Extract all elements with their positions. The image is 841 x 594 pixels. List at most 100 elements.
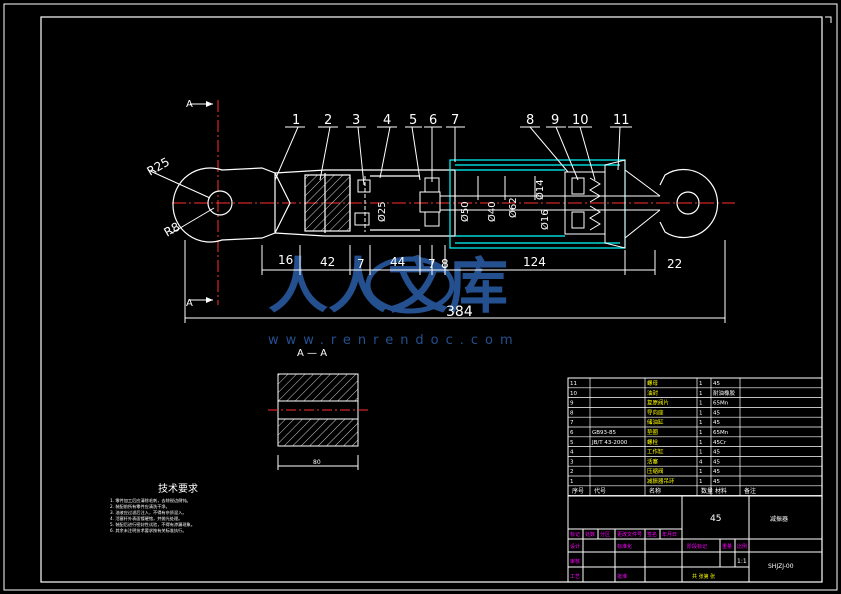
dim-16: 16	[278, 253, 293, 267]
tech-requirements-title: 技术要求	[158, 482, 198, 495]
bom-header-no: 序号	[572, 487, 584, 495]
section-arrowhead-bottom	[206, 297, 213, 303]
tb-process: 工艺	[570, 574, 580, 580]
tech-req-3: 3. 油液应过滤后注入，不得有杂质混入。	[110, 509, 187, 516]
balloon-8: 8	[526, 113, 534, 128]
tb-zone: 分区	[600, 531, 610, 538]
tb-sheet: 共 张第 张	[692, 573, 715, 580]
balloon-numbers: 1 2 3 4 5 6 7 8 9 10 11	[292, 113, 630, 128]
cylinder-body	[274, 169, 456, 237]
bom-row-2-mat: 45	[713, 469, 720, 475]
bom-row-4-qty: 1	[699, 450, 703, 456]
left-eye-mount	[172, 167, 276, 243]
bom-row-6-no: 6	[570, 430, 574, 436]
bom-row-2-no: 2	[570, 469, 574, 475]
r8-label: R8	[162, 219, 183, 239]
bom-header-qty: 数量	[701, 487, 713, 495]
small-dim-marks	[477, 176, 536, 200]
bom-row-11-qty: 1	[699, 381, 703, 387]
piston-rod	[440, 169, 661, 239]
bom-row-3-no: 3	[570, 459, 574, 465]
bom-row-5-code: JB/T 43-2000	[591, 440, 628, 446]
dia-50: Ø50	[459, 201, 471, 222]
bom-row-11-mat: 45	[713, 381, 720, 387]
bom-row-10-mat: 耐油橡胶	[713, 389, 736, 397]
section-view-title: A — A	[297, 348, 327, 359]
bom-row-7-no: 7	[570, 420, 574, 426]
tech-req-2: 2. 装配前所有零件应清洗干净。	[110, 503, 170, 510]
bom-row-1-name: 减振器吊环	[647, 477, 675, 485]
dim-44: 44	[390, 255, 405, 269]
bom-row-10-name: 油封	[647, 389, 659, 397]
tb-approve: 批准	[617, 573, 627, 580]
tb-design: 设计	[570, 543, 580, 550]
balloon-5: 5	[409, 113, 417, 128]
dia-25: Ø25	[376, 201, 388, 222]
section-label-bottom: A	[186, 298, 193, 309]
title-block	[567, 495, 823, 583]
tech-req-5: 5. 装配后进行密封性试验，不得有渗漏现象。	[110, 521, 195, 528]
bom-row-7-qty: 1	[699, 420, 703, 426]
bom-row-3-name: 活塞	[647, 457, 659, 465]
piston-assembly	[354, 176, 441, 232]
tb-drawing-no: SHJZJ-00	[768, 563, 794, 570]
dimension-values: 16 42 7 44 7 8 124 22 384	[278, 253, 682, 320]
dim-42: 42	[320, 255, 335, 269]
dimension-lines	[184, 240, 726, 323]
r8-leader	[169, 207, 215, 235]
bom-header-name: 名称	[649, 487, 661, 495]
bom-row-8-name: 导向座	[647, 408, 664, 416]
balloon-2: 2	[324, 113, 332, 128]
tb-count: 处数	[585, 531, 595, 538]
dia-40: Ø40	[486, 201, 498, 222]
tb-standard: 标准化	[617, 543, 632, 550]
r25-leader	[147, 169, 211, 199]
bom-row-4-no: 4	[570, 450, 574, 456]
bom-header-code: 代号	[594, 487, 606, 495]
bom-row-5-qty: 1	[699, 440, 703, 446]
bom-row-10-qty: 1	[699, 391, 703, 397]
tech-req-6: 6. 其余未注明技术要求按有关标准执行。	[110, 527, 187, 534]
tech-req-4: 4. 活塞杆外表面镀硬铬，并抛光处理。	[110, 515, 182, 522]
balloon-9: 9	[551, 113, 559, 128]
bom-row-3-mat: 45	[713, 459, 720, 465]
dim-124: 124	[523, 255, 546, 269]
balloon-1: 1	[292, 113, 300, 128]
diameter-labels: Ø25 Ø50 Ø40 Ø62 Ø14 Ø16	[376, 179, 551, 230]
balloon-6: 6	[429, 113, 437, 128]
bom-row-6-mat: 65Mn	[713, 430, 729, 436]
balloons	[274, 126, 632, 186]
balloon-11: 11	[613, 113, 630, 128]
bom-row-8-qty: 1	[699, 410, 703, 416]
bom-row-9-qty: 1	[699, 401, 703, 407]
bom-row-1-qty: 1	[699, 479, 703, 485]
bom-row-6-qty: 1	[699, 430, 703, 436]
bom-row-2-qty: 1	[699, 469, 703, 475]
section-label-top: A	[186, 99, 193, 110]
bom-row-11-no: 11	[570, 381, 577, 387]
inner-frame	[40, 16, 823, 583]
bom-row-7-name: 储油缸	[647, 418, 664, 426]
bom-row-8-no: 8	[570, 410, 574, 416]
tb-scale-label: 比例	[737, 543, 747, 550]
bom-row-9-no: 9	[570, 401, 574, 407]
bom-row-6-name: 垫圈	[647, 428, 659, 436]
bom-row-11-name: 螺母	[647, 379, 659, 387]
reservoir-cylinder	[449, 159, 626, 249]
dia-16: Ø16	[539, 209, 551, 230]
tb-change-doc: 更改文件号	[617, 531, 642, 538]
section-arrowhead-top	[206, 101, 213, 107]
section-width-dim: 80	[313, 459, 321, 466]
balloon-10: 10	[572, 113, 589, 128]
watermark: 人人文库 www.renrendoc.com	[268, 252, 513, 348]
tb-scale: 1:1	[737, 558, 747, 565]
bom-header-remark: 备注	[744, 487, 756, 495]
bom-row-1-mat: 45	[713, 479, 720, 485]
dim-overall-384: 384	[446, 304, 473, 320]
bom-row-8-mat: 45	[713, 410, 720, 416]
tb-drawing-name: 减振器	[770, 515, 788, 523]
tb-review: 审核	[570, 558, 580, 565]
bom-row-1-no: 1	[570, 479, 574, 485]
